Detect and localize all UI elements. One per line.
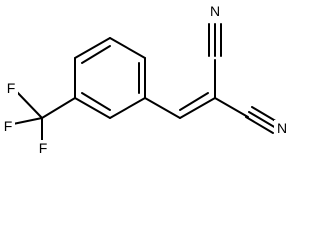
nitrogen-atom-label: N: [277, 120, 287, 136]
fluorine-atom-label: F: [39, 140, 48, 156]
triple-bond-line: [245, 116, 274, 134]
c-c-bond: [214, 97, 249, 118]
ring-bond: [109, 37, 146, 59]
nitrile-group-upper: N: [207, 3, 223, 99]
ring-bond: [74, 97, 111, 119]
ring-to-vinyl-bond: [144, 97, 181, 119]
trifluoromethyl-group: F F F: [1, 80, 76, 156]
ring-bond: [109, 97, 146, 119]
c-f-bond: [15, 90, 43, 119]
fluorine-atom-label: F: [7, 80, 16, 96]
nitrile-group-lower: N: [214, 97, 290, 136]
alkene-double-bond: [179, 92, 209, 111]
nitrogen-atom-label: N: [210, 3, 220, 19]
benzene-ring: [74, 37, 146, 119]
ring-double-bond: [81, 45, 111, 64]
ring-bond: [74, 37, 111, 59]
alkene-bond: [179, 97, 216, 119]
fluorine-atom-label: F: [4, 118, 13, 134]
triple-bond-line: [248, 111, 277, 129]
ring-to-cf3-bond: [41, 97, 76, 119]
ring-double-bond: [81, 92, 111, 111]
c-f-bond: [12, 117, 43, 125]
vinyl-linker: [144, 92, 216, 119]
chemical-structure: F F F N N: [1, 3, 290, 156]
